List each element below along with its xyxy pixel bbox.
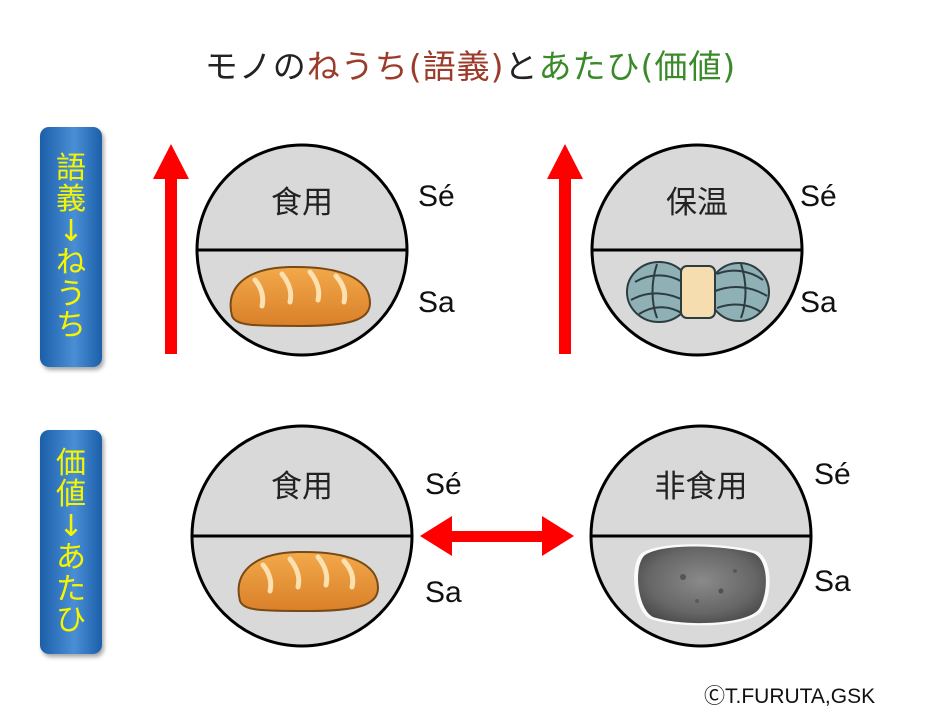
- arrow-up-left: [153, 144, 189, 354]
- side-char: う: [56, 276, 86, 312]
- category-label: 保温: [666, 185, 728, 221]
- side-char: た: [56, 571, 86, 607]
- category-label: 非食用: [655, 469, 748, 505]
- side-char: ね: [56, 245, 86, 280]
- sa-label: Sa: [425, 576, 462, 609]
- side-char: 語: [56, 150, 86, 186]
- se-label: Sé: [814, 458, 851, 491]
- sa-label: Sa: [418, 286, 455, 319]
- side-char: ↓: [58, 508, 84, 544]
- sa-label: Sa: [800, 286, 837, 319]
- title-part-3: と: [504, 47, 539, 86]
- arrow-up-right: [547, 144, 583, 354]
- circle-edible-bottom: 食用: [190, 424, 414, 648]
- side-char: ち: [56, 308, 86, 343]
- circle-edible-top: 食用: [195, 143, 409, 357]
- side-char: 値: [56, 477, 86, 512]
- bread-icon: [229, 265, 372, 328]
- stone-icon: [634, 544, 770, 626]
- bread-icon: [237, 550, 380, 613]
- title-part-2: ねうち(語義): [306, 47, 505, 86]
- double-arrow: [420, 516, 574, 556]
- yarn-ball-icon: [626, 261, 770, 323]
- se-label: Sé: [800, 180, 837, 213]
- sa-label: Sa: [814, 565, 851, 598]
- side-label-semantics: 語 義 ↓ ね う ち: [40, 127, 102, 367]
- side-char: ↓: [58, 213, 84, 249]
- circle-inedible: 非食用: [589, 424, 813, 648]
- side-label-value: 価 値 ↓ あ た ひ: [40, 430, 102, 654]
- se-label: Sé: [418, 180, 455, 213]
- title-part-1: モノの: [204, 47, 307, 86]
- title-part-4: あたひ(価値): [538, 47, 737, 86]
- side-char: ひ: [56, 603, 86, 638]
- side-char: 義: [56, 182, 86, 217]
- side-char: あ: [56, 540, 86, 575]
- side-char: 価: [56, 445, 86, 481]
- se-label: Sé: [425, 468, 462, 501]
- category-label: 食用: [271, 185, 333, 221]
- copyright: ⒸT.FURUTA,GSK: [704, 685, 876, 708]
- category-label: 食用: [271, 469, 333, 505]
- circle-warmth: 保温: [590, 143, 804, 357]
- page-title: モノのねうち(語義)とあたひ(価値): [0, 40, 941, 88]
